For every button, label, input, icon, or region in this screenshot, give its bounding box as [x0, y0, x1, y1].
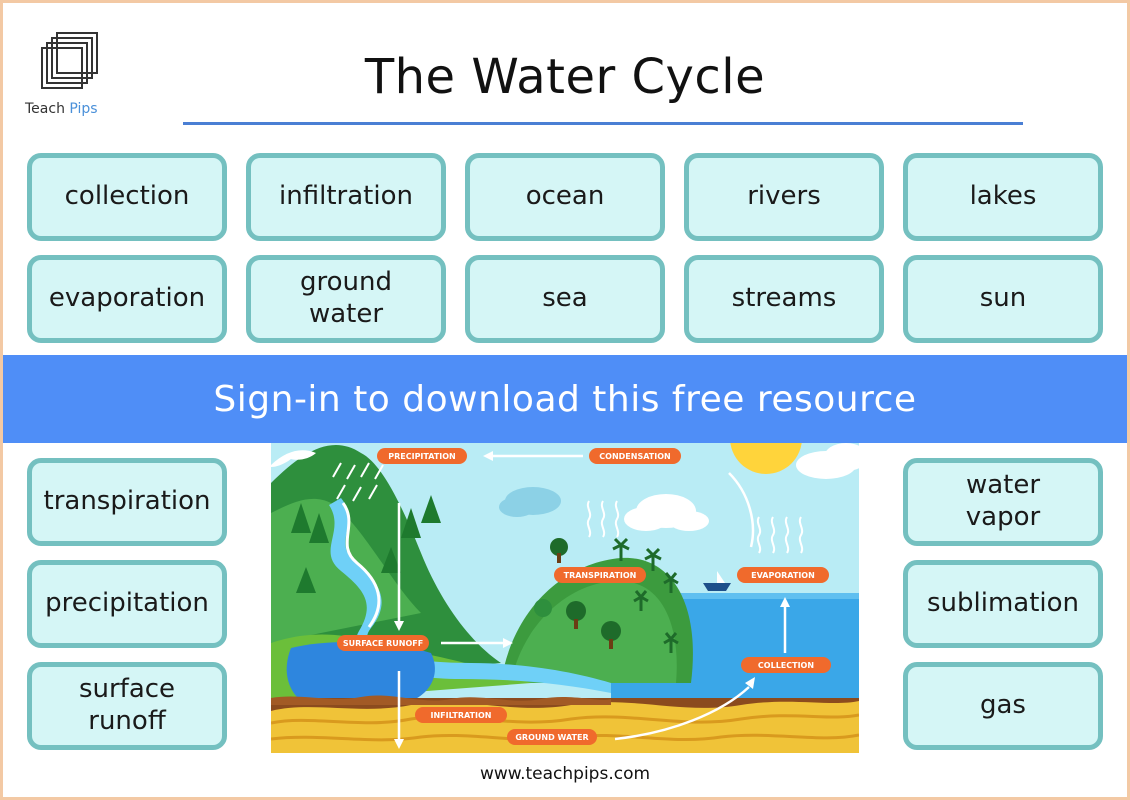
diagram-label-evaporation: EVAPORATION	[751, 571, 815, 580]
water-cycle-illustration: PRECIPITATION CONDENSATION TRANSPIRATION…	[271, 443, 859, 753]
word-card-gas: gas	[903, 662, 1103, 750]
diagram-label-infiltration: INFILTRATION	[430, 711, 491, 720]
brand-name-part2: Pips	[69, 101, 98, 117]
footer-url: www.teachpips.com	[479, 764, 651, 784]
diagram-label-transpiration: TRANSPIRATION	[564, 571, 637, 580]
diagram-label-surface-runoff: SURFACE RUNOFF	[343, 639, 423, 648]
word-card-transpiration: transpiration	[27, 458, 227, 546]
word-card-surface-runoff: surface runoff	[27, 662, 227, 750]
diagram-label-condensation: CONDENSATION	[599, 452, 670, 461]
brand-name-part1: Teach	[25, 101, 65, 117]
word-card-sea: sea	[465, 255, 665, 343]
word-card-streams: streams	[684, 255, 884, 343]
sign-in-banner[interactable]: Sign-in to download this free resource	[3, 355, 1127, 443]
word-card-ground-water: ground water	[246, 255, 446, 343]
word-card-precipitation: precipitation	[27, 560, 227, 648]
word-card-lakes: lakes	[903, 153, 1103, 241]
word-card-ocean: ocean	[465, 153, 665, 241]
title-underline	[183, 122, 1023, 125]
word-card-sublimation: sublimation	[903, 560, 1103, 648]
word-card-rivers: rivers	[684, 153, 884, 241]
word-card-evaporation: evaporation	[27, 255, 227, 343]
word-card-collection: collection	[27, 153, 227, 241]
diagram-label-ground-water: GROUND WATER	[515, 733, 588, 742]
diagram-label-collection: COLLECTION	[758, 661, 814, 670]
word-card-water-vapor: water vapor	[903, 458, 1103, 546]
brand-logo: Teach Pips	[25, 31, 125, 123]
page-title: The Water Cycle	[364, 49, 766, 105]
worksheet-page: Teach Pips The Water Cycle collection in…	[3, 3, 1127, 797]
diagram-label-precipitation: PRECIPITATION	[388, 452, 456, 461]
word-card-sun: sun	[903, 255, 1103, 343]
teachpips-logo-icon	[41, 32, 98, 89]
word-card-infiltration: infiltration	[246, 153, 446, 241]
brand-name: Teach Pips	[25, 101, 98, 117]
